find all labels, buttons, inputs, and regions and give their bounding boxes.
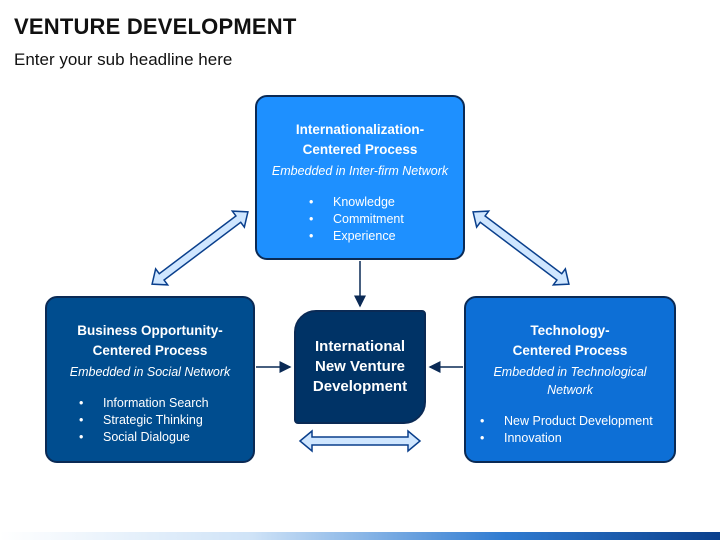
list-item: Knowledge xyxy=(309,194,463,211)
list-item: Commitment xyxy=(309,211,463,228)
box-technology-process: Technology-Centered Process Embedded in … xyxy=(464,296,676,463)
box-business-opportunity-process: Business Opportunity-Centered Process Em… xyxy=(45,296,255,463)
box-right-subtitle: Embedded in Technological Network xyxy=(493,365,647,397)
box-center-title: International New Venture Development xyxy=(312,338,408,395)
list-item: Strategic Thinking xyxy=(79,412,253,429)
box-top-bullets: Knowledge Commitment Experience xyxy=(309,194,463,245)
list-item: Information Search xyxy=(79,395,253,412)
list-item: Innovation xyxy=(480,430,674,447)
page-title: VENTURE DEVELOPMENT xyxy=(14,14,297,39)
page-subtitle: Enter your sub headline here xyxy=(14,50,233,69)
box-left-subtitle: Embedded in Social Network xyxy=(69,365,231,379)
list-item: Social Dialogue xyxy=(79,429,253,446)
double-arrow-top-left xyxy=(151,210,249,286)
box-internationalization-process: Internationalization-Centered Process Em… xyxy=(255,95,465,260)
list-item: Experience xyxy=(309,228,463,245)
list-item: New Product Development xyxy=(480,413,674,430)
double-arrow-bottom xyxy=(298,429,422,453)
box-top-subtitle: Embedded in Inter-firm Network xyxy=(271,164,449,178)
box-left-title: Business Opportunity-Centered Process xyxy=(77,323,223,358)
box-left-bullets: Information Search Strategic Thinking So… xyxy=(79,395,253,446)
box-right-title: Technology-Centered Process xyxy=(512,323,628,358)
footer-gradient-bar xyxy=(0,532,720,540)
box-international-new-venture: International New Venture Development xyxy=(294,310,426,424)
double-arrow-top-right xyxy=(472,210,570,286)
box-top-title: Internationalization-Centered Process xyxy=(295,122,425,157)
box-right-bullets: New Product Development Innovation xyxy=(480,413,674,447)
